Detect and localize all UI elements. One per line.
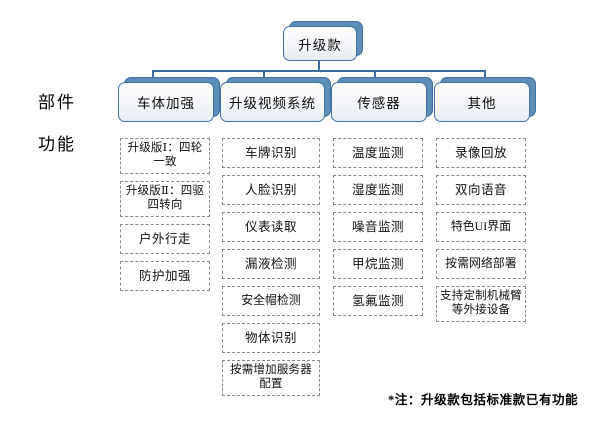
function-item-label: 噪音监测	[351, 219, 404, 234]
function-item[interactable]: 录像回放	[436, 138, 526, 168]
function-item-label: 温度监测	[351, 145, 404, 160]
function-item-label: 支持定制机械臂等外接设备	[440, 290, 522, 316]
function-item[interactable]: 按需增加服务器配置	[222, 360, 320, 396]
function-item-label: 车牌识别	[244, 145, 297, 160]
function-item-label: 氢氟监测	[351, 293, 404, 308]
connector-drop-2	[263, 70, 265, 83]
function-item-label: 仪表读取	[244, 219, 297, 234]
node-category-2-face: 升级视频系统	[220, 82, 325, 122]
function-item[interactable]: 户外行走	[120, 224, 210, 254]
function-item[interactable]: 升级版Ⅰ：四轮一致	[120, 138, 210, 174]
row-label-functions: 功能	[38, 135, 76, 154]
node-category-sensors[interactable]: 传感器	[331, 77, 433, 122]
function-item-label: 漏液检测	[244, 256, 297, 271]
connector-drop-4	[484, 70, 486, 83]
function-column-body-reinforcement: 升级版Ⅰ：四轮一致 升级版Ⅱ：四驱四转向 户外行走 防护加强	[120, 138, 210, 291]
connector-drop-1	[152, 70, 154, 83]
node-category-body-reinforcement[interactable]: 车体加强	[118, 77, 220, 122]
node-category-video-system[interactable]: 升级视频系统	[220, 77, 331, 122]
function-item-label: 特色UI界面	[450, 219, 512, 234]
function-item[interactable]: 甲烷监测	[333, 249, 423, 279]
node-root-label: 升级款	[298, 37, 342, 53]
function-item[interactable]: 双向语音	[436, 175, 526, 205]
function-item-label: 湿度监测	[351, 182, 404, 197]
function-item[interactable]: 人脸识别	[222, 175, 320, 205]
connector-horizontal-bus	[152, 70, 485, 72]
connector-root-stem	[318, 59, 320, 71]
function-item[interactable]: 按需网络部署	[436, 249, 526, 279]
function-item-label: 安全帽检测	[241, 293, 301, 308]
node-category-2-label: 升级视频系统	[229, 96, 316, 111]
function-item-label: 按需网络部署	[445, 256, 517, 271]
connector-drop-3	[374, 70, 376, 83]
function-item[interactable]: 氢氟监测	[333, 286, 423, 316]
function-item[interactable]: 湿度监测	[333, 175, 423, 205]
function-column-video-system: 车牌识别 人脸识别 仪表读取 漏液检测 安全帽检测 物体识别 按需增加服务器配置	[222, 138, 320, 396]
function-item-label: 录像回放	[454, 145, 507, 160]
function-item-label: 升级版Ⅰ：四轮一致	[127, 142, 203, 168]
function-item[interactable]: 升级版Ⅱ：四驱四转向	[120, 181, 210, 217]
function-item[interactable]: 车牌识别	[222, 138, 320, 168]
function-item-label: 物体识别	[244, 330, 297, 345]
function-item[interactable]: 防护加强	[120, 261, 210, 291]
function-item-label: 按需增加服务器配置	[230, 364, 312, 390]
function-item[interactable]: 物体识别	[222, 323, 320, 353]
node-root-face: 升级款	[283, 26, 357, 61]
function-item[interactable]: 噪音监测	[333, 212, 423, 242]
node-category-1-face: 车体加强	[118, 82, 214, 122]
function-item-label: 甲烷监测	[351, 256, 404, 271]
function-item[interactable]: 安全帽检测	[222, 286, 320, 316]
node-category-other[interactable]: 其他	[434, 77, 536, 122]
function-item[interactable]: 仪表读取	[222, 212, 320, 242]
node-category-4-label: 其他	[467, 96, 497, 111]
row-label-parts: 部件	[38, 93, 76, 112]
function-item-label: 人脸识别	[244, 182, 297, 197]
function-item-label: 双向语音	[454, 182, 507, 197]
function-item[interactable]: 温度监测	[333, 138, 423, 168]
node-category-1-label: 车体加强	[137, 96, 195, 111]
function-item-label: 防护加强	[138, 268, 191, 283]
function-item-label: 升级版Ⅱ：四驱四转向	[125, 185, 205, 211]
function-item-label: 户外行走	[138, 231, 191, 246]
function-item[interactable]: 支持定制机械臂等外接设备	[436, 286, 526, 322]
node-root[interactable]: 升级款	[283, 21, 363, 61]
function-column-other: 录像回放 双向语音 特色UI界面 按需网络部署 支持定制机械臂等外接设备	[436, 138, 526, 322]
function-column-sensors: 温度监测 湿度监测 噪音监测 甲烷监测 氢氟监测	[333, 138, 423, 316]
function-item[interactable]: 漏液检测	[222, 249, 320, 279]
node-category-3-face: 传感器	[331, 82, 427, 122]
footnote: *注：升级款包括标准款已有功能	[388, 393, 579, 407]
node-category-4-face: 其他	[434, 82, 530, 122]
function-item[interactable]: 特色UI界面	[436, 212, 526, 242]
node-category-3-label: 传感器	[357, 96, 401, 111]
